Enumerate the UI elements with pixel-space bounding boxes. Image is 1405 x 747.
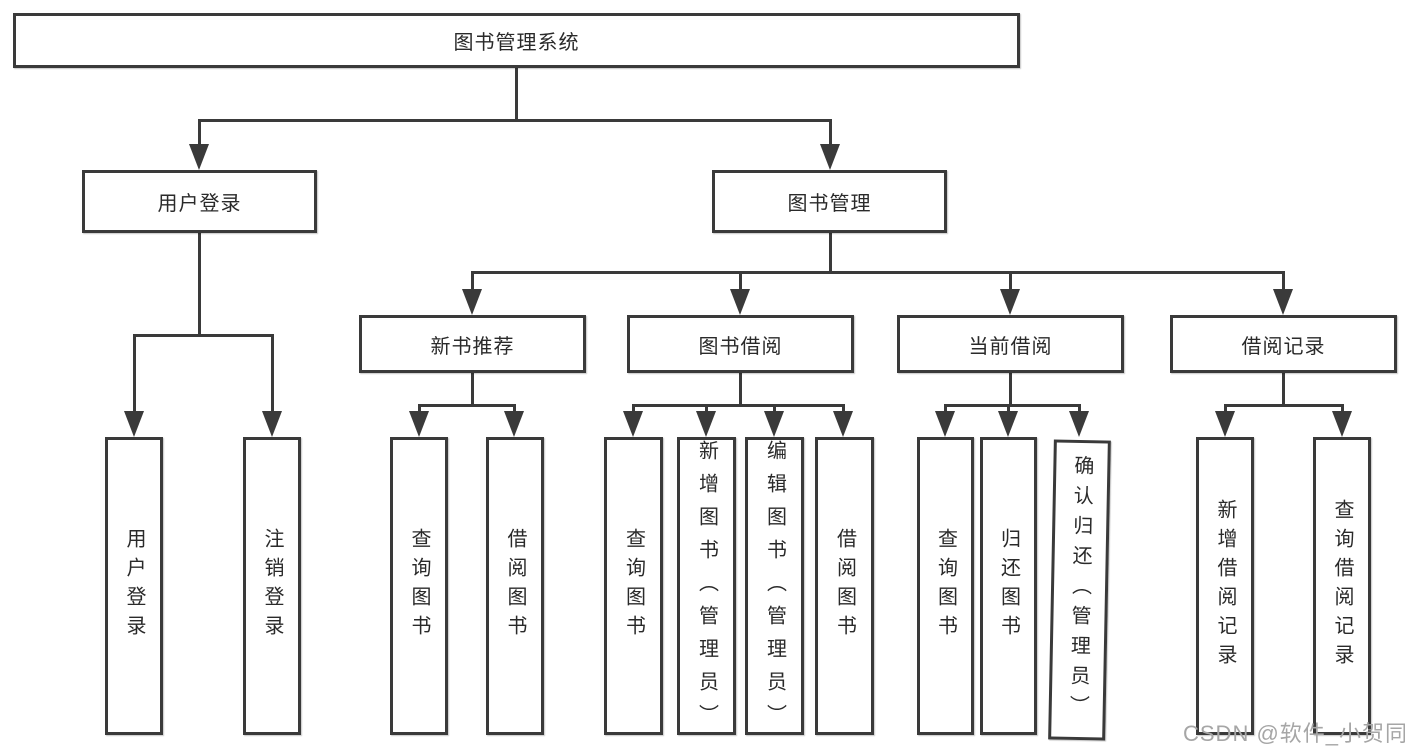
connector-current-stem xyxy=(1078,404,1081,416)
leaf-query-books-label: 查询图书 xyxy=(934,528,957,644)
connector-root-vline xyxy=(515,66,518,122)
connector-records-hline xyxy=(1224,404,1344,407)
leaf-logout-label: 注销登录 xyxy=(261,528,283,644)
arrowhead-down-icon xyxy=(124,411,144,437)
leaf-borrow-books-newbook: 借阅图书 xyxy=(486,437,544,735)
leaf-add-borrow-record-label: 新增借阅记录 xyxy=(1214,499,1236,673)
arrowhead-down-icon xyxy=(504,411,524,437)
node-user-login: 用户登录 xyxy=(82,170,317,233)
node-book-borrow: 图书借阅 xyxy=(627,315,854,373)
connector-login-left-stem xyxy=(133,334,136,415)
arrowhead-down-icon xyxy=(935,411,955,437)
leaf-confirm-return-admin-label: 确认归还（管理员） xyxy=(1065,454,1094,726)
leaf-query-books-current: 查询图书 xyxy=(917,437,974,735)
leaf-borrow-books-label: 借阅图书 xyxy=(833,528,856,644)
leaf-confirm-return-admin: 确认归还（管理员） xyxy=(1048,439,1111,741)
leaf-add-borrow-record: 新增借阅记录 xyxy=(1196,437,1254,735)
connector-borrow-stem xyxy=(705,404,708,416)
leaf-return-books-label: 归还图书 xyxy=(997,528,1020,644)
connector-mgmt-stem xyxy=(1009,271,1012,293)
node-root-label: 图书管理系统 xyxy=(453,32,580,54)
node-current-borrow-label: 当前借阅 xyxy=(968,335,1053,358)
connector-newbook-stem xyxy=(513,404,516,416)
connector-newbook-stem xyxy=(418,404,421,416)
connector-borrow-stem xyxy=(773,404,776,416)
node-book-management-label: 图书管理 xyxy=(787,193,872,215)
arrowhead-down-icon xyxy=(696,411,716,437)
csdn-watermark: CSDN @软件_小贺同学 xyxy=(1183,721,1405,746)
arrowhead-down-icon xyxy=(998,411,1018,437)
leaf-add-book-admin: 新增图书（管理员） xyxy=(677,437,736,737)
arrowhead-down-icon xyxy=(1215,411,1235,437)
arrowhead-down-icon xyxy=(730,289,750,315)
connector-login-hline xyxy=(133,334,274,337)
connector-borrow-hline xyxy=(632,404,845,407)
node-user-login-label: 用户登录 xyxy=(157,193,242,215)
connector-current-stem xyxy=(944,404,947,416)
connector-mgmt-stem xyxy=(739,271,742,293)
leaf-query-books-newbook: 查询图书 xyxy=(390,437,448,735)
arrowhead-down-icon xyxy=(764,411,784,437)
arrowhead-down-icon xyxy=(623,411,643,437)
connector-mgmt-stem xyxy=(1282,271,1285,293)
arrowhead-down-icon xyxy=(820,144,840,170)
node-new-book-recommend: 新书推荐 xyxy=(359,315,586,373)
node-borrow-records-label: 借阅记录 xyxy=(1241,335,1326,358)
arrowhead-down-icon xyxy=(1273,289,1293,315)
leaf-user-login: 用户登录 xyxy=(105,437,163,735)
arrowhead-down-icon xyxy=(1332,411,1352,437)
arrowhead-down-icon xyxy=(409,411,429,437)
connector-current-vline xyxy=(1009,373,1012,407)
connector-root-right-stem xyxy=(829,119,832,150)
leaf-borrow-books-borrow: 借阅图书 xyxy=(815,437,874,735)
connector-current-stem xyxy=(1007,404,1010,416)
connector-records-stem xyxy=(1224,404,1227,416)
leaf-edit-book-admin-label: 编辑图书（管理员） xyxy=(763,440,786,737)
connector-current-hline xyxy=(944,404,1081,407)
connector-borrow-stem xyxy=(632,404,635,416)
connector-newbook-vline xyxy=(471,373,474,407)
leaf-user-login-label: 用户登录 xyxy=(123,528,145,644)
node-book-borrow-label: 图书借阅 xyxy=(698,335,783,358)
node-book-management: 图书管理 xyxy=(712,170,947,233)
connector-root-left-stem xyxy=(198,119,201,150)
connector-mgmt-hline xyxy=(471,271,1284,274)
leaf-edit-book-admin: 编辑图书（管理员） xyxy=(745,437,804,737)
leaf-query-books-borrow: 查询图书 xyxy=(604,437,663,735)
leaf-query-borrow-record: 查询借阅记录 xyxy=(1313,437,1371,735)
connector-borrow-stem xyxy=(842,404,845,416)
node-root: 图书管理系统 xyxy=(13,13,1020,68)
arrowhead-down-icon xyxy=(1069,411,1089,437)
arrowhead-down-icon xyxy=(189,144,209,170)
node-current-borrow: 当前借阅 xyxy=(897,315,1124,373)
connector-mgmt-stem xyxy=(471,271,474,293)
leaf-return-books: 归还图书 xyxy=(980,437,1037,735)
connector-borrow-vline xyxy=(739,373,742,407)
arrowhead-down-icon xyxy=(1000,289,1020,315)
node-new-book-label: 新书推荐 xyxy=(430,335,515,358)
leaf-borrow-books-label: 借阅图书 xyxy=(504,528,526,644)
connector-mgmt-vline xyxy=(829,233,832,274)
connector-newbook-hline xyxy=(418,404,516,407)
leaf-query-books-label: 查询图书 xyxy=(622,528,645,644)
connector-root-hline xyxy=(198,119,832,122)
arrowhead-down-icon xyxy=(262,411,282,437)
connector-login-vline xyxy=(198,233,201,337)
leaf-add-book-admin-label: 新增图书（管理员） xyxy=(695,440,718,737)
leaf-query-books-label: 查询图书 xyxy=(408,528,430,644)
connector-login-right-stem xyxy=(271,334,274,415)
arrowhead-down-icon xyxy=(462,289,482,315)
node-borrow-records: 借阅记录 xyxy=(1170,315,1397,373)
leaf-logout: 注销登录 xyxy=(243,437,301,735)
connector-records-vline xyxy=(1282,373,1285,407)
arrowhead-down-icon xyxy=(833,411,853,437)
leaf-query-borrow-record-label: 查询借阅记录 xyxy=(1331,499,1353,673)
connector-records-stem xyxy=(1341,404,1344,416)
